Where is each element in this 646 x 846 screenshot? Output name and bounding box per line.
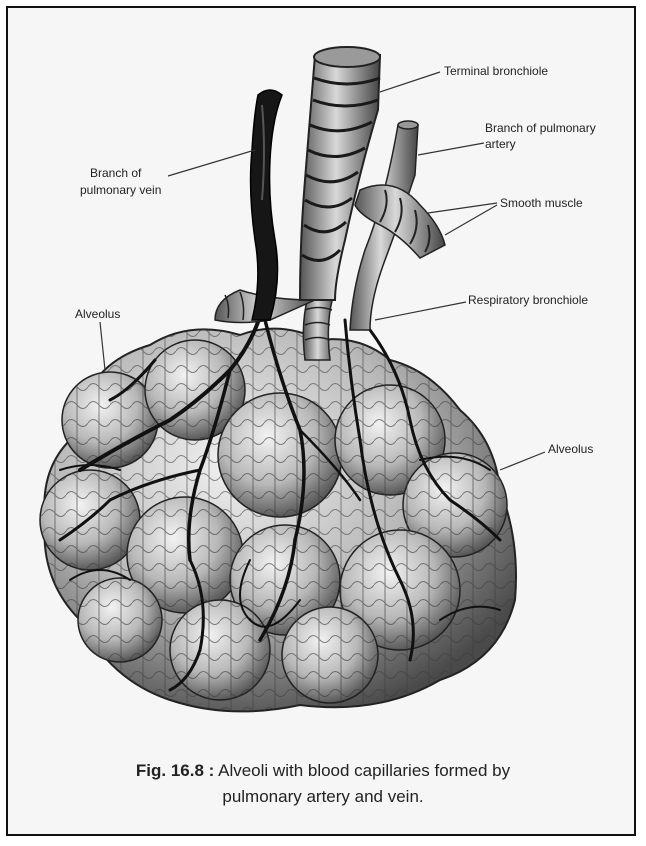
caption-text-line2: pulmonary artery and vein. [0, 784, 646, 810]
caption-text-line1: Alveoli with blood capillaries formed by [218, 761, 510, 780]
label-alveolus-right: Alveolus [548, 442, 593, 457]
label-respiratory-bronchiole: Respiratory bronchiole [468, 293, 588, 308]
label-pulmonary-vein-line1: Branch of [90, 166, 141, 181]
pulmonary-vein [251, 90, 282, 320]
label-smooth-muscle: Smooth muscle [500, 196, 583, 211]
alveolar-cluster [40, 329, 516, 712]
figure-caption: Fig. 16.8 : Alveoli with blood capillari… [0, 758, 646, 810]
label-pulmonary-artery-line1: Branch of pulmonary [485, 121, 596, 136]
label-pulmonary-artery-line2: artery [485, 137, 516, 152]
label-pulmonary-vein-line2: pulmonary vein [80, 183, 161, 198]
caption-line1: Fig. 16.8 : Alveoli with blood capillari… [0, 758, 646, 784]
label-terminal-bronchiole: Terminal bronchiole [444, 64, 548, 79]
figure-number: Fig. 16.8 : [136, 761, 214, 780]
label-alveolus-left: Alveolus [75, 307, 120, 322]
